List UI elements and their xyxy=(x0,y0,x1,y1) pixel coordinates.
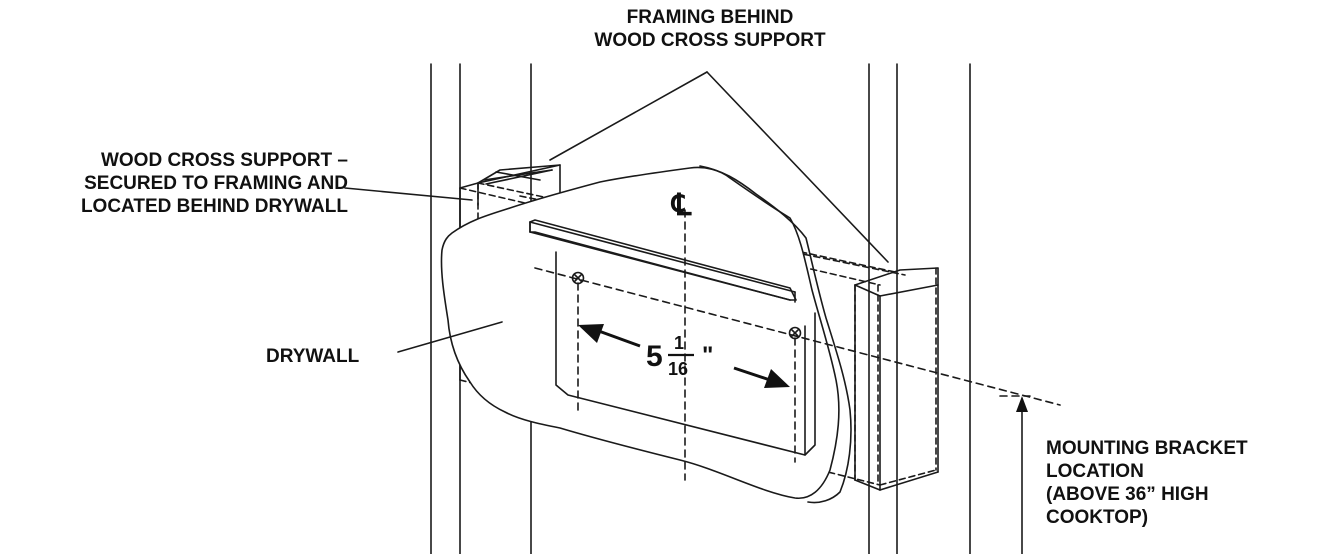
dimension-text: 5 1 16 " xyxy=(646,333,713,379)
dimension-whole: 5 xyxy=(646,340,663,373)
right-stud xyxy=(868,63,971,554)
cross-support-right-end xyxy=(854,267,939,491)
dimension-unit: " xyxy=(702,342,713,369)
label-framing-line2: WOOD CROSS SUPPORT xyxy=(594,30,826,51)
centerline-symbol: ℄ xyxy=(670,189,692,222)
drywall-back-edge xyxy=(699,165,852,504)
label-mounting-bracket: MOUNTING BRACKET LOCATION (ABOVE 36” HIG… xyxy=(1046,437,1311,529)
label-cross-support-line2: SECURED TO FRAMING AND xyxy=(84,173,348,194)
label-cross-support: WOOD CROSS SUPPORT – SECURED TO FRAMING … xyxy=(0,149,348,218)
label-cross-support-line1: WOOD CROSS SUPPORT – xyxy=(100,150,348,171)
dimension-denominator: 16 xyxy=(668,359,688,379)
label-mounting-line3: (ABOVE 36” HIGH xyxy=(1046,484,1209,505)
label-mounting-line1: MOUNTING BRACKET xyxy=(1046,438,1248,459)
dimension-numerator: 1 xyxy=(674,333,684,353)
dimension-arrow-left xyxy=(578,324,641,348)
dimension-arrow-right xyxy=(733,366,790,388)
mounting-arrow-head xyxy=(1016,396,1028,412)
label-cross-support-line3: LOCATED BEHIND DRYWALL xyxy=(80,196,348,217)
dashed-guide-lines xyxy=(534,209,1061,481)
label-framing-behind: FRAMING BEHIND WOOD CROSS SUPPORT xyxy=(585,6,835,52)
label-mounting-line4: COOKTOP) xyxy=(1046,507,1149,528)
label-framing-line1: FRAMING BEHIND xyxy=(626,7,794,28)
leader-lines xyxy=(344,71,889,353)
label-drywall: DRYWALL xyxy=(266,346,360,367)
framing-block-top-x xyxy=(483,169,553,185)
label-mounting-line2: LOCATION xyxy=(1046,461,1144,482)
